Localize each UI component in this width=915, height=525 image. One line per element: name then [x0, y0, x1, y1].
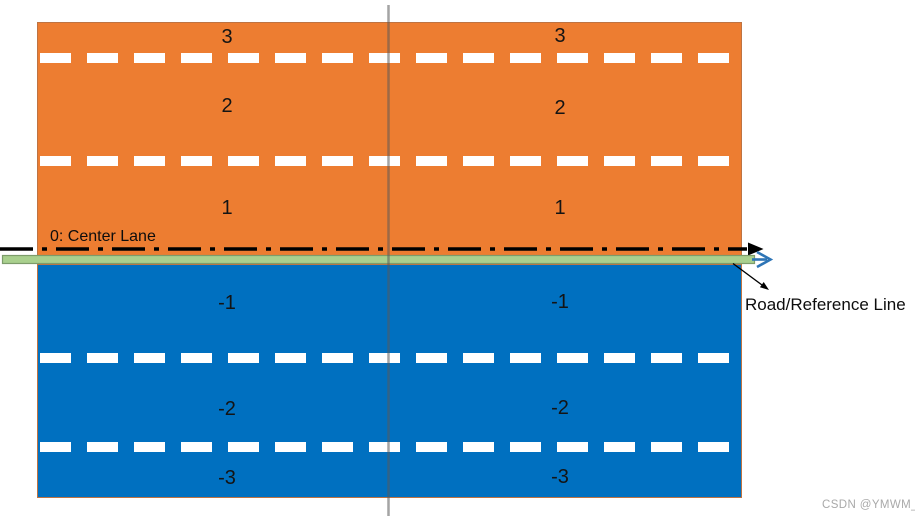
lane-label-neg1-right: -1 [551, 291, 569, 313]
reference-line-arrowhead-icon [752, 250, 774, 269]
lane-label-neg2-right: -2 [551, 397, 569, 419]
lane-label-neg3-right: -3 [551, 466, 569, 488]
lane-label-neg1-left: -1 [218, 292, 236, 314]
lane-label-1-right: 1 [554, 197, 566, 219]
lane-label-3-right: 3 [554, 25, 566, 47]
lane-label-3-left: 3 [221, 26, 233, 48]
lane-label-2-right: 2 [554, 97, 566, 119]
reference-line-label: Road/Reference Line [745, 295, 906, 314]
negative-lanes-region [37, 264, 742, 498]
lane-label-1-left: 1 [221, 197, 233, 219]
center-lane-label: 0: Center Lane [50, 228, 156, 245]
positive-lanes-region [37, 22, 742, 257]
lane-label-neg3-left: -3 [218, 467, 236, 489]
lane-label-neg2-left: -2 [218, 398, 236, 420]
center-lane-arrowhead-icon [748, 242, 764, 256]
watermark-text: CSDN @YMWM_ [822, 499, 915, 511]
lane-label-2-left: 2 [221, 95, 233, 117]
